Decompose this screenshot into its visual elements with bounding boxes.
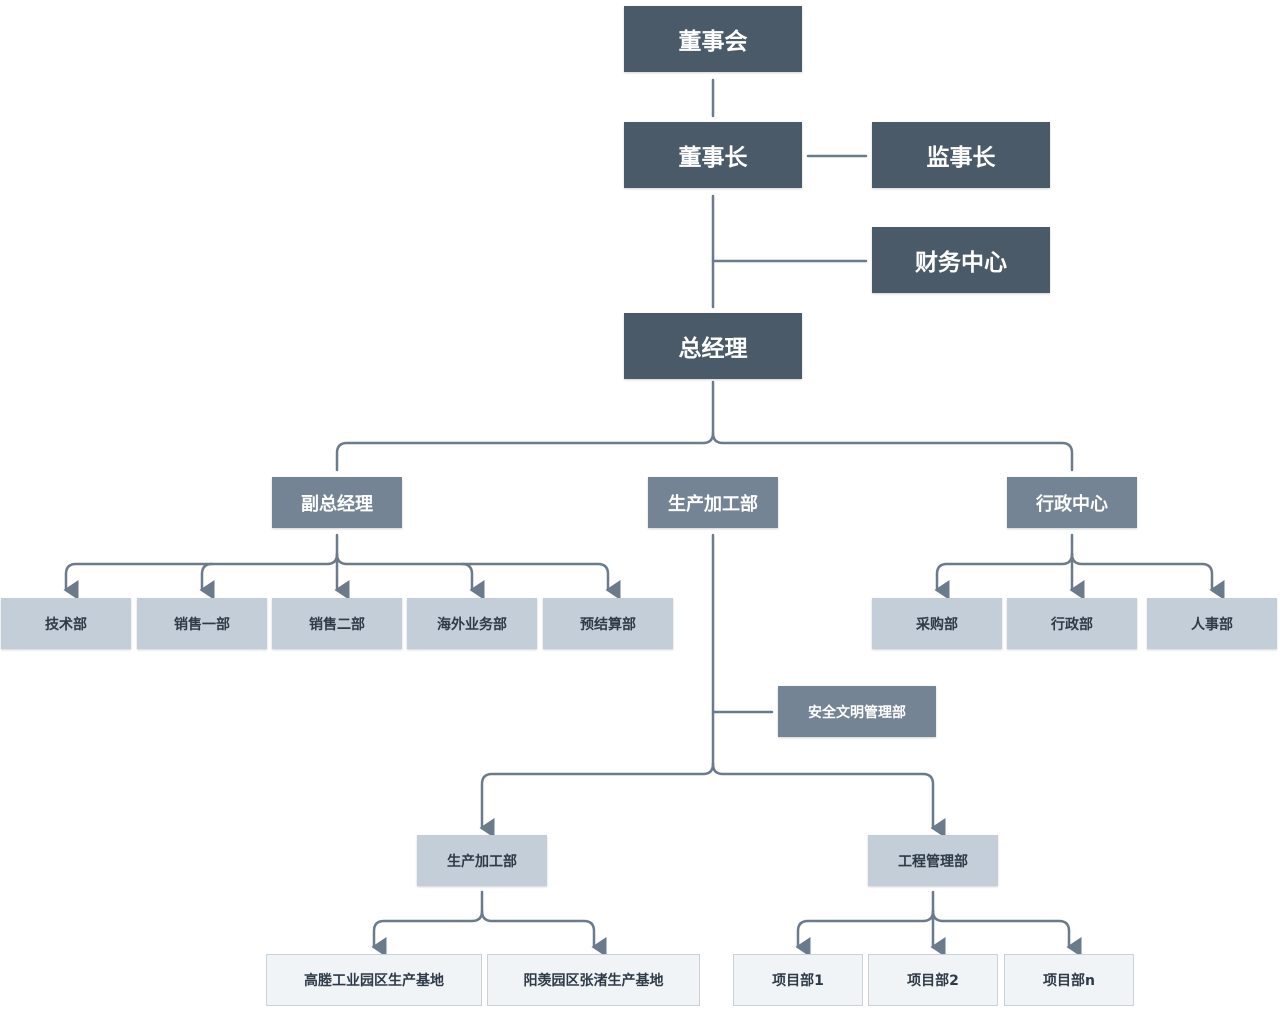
node-overseas-dept: 海外业务部 (407, 598, 537, 649)
line-eng-left (795, 890, 935, 957)
node-gaoteng-base: 高塍工业园区生产基地 (266, 954, 482, 1006)
line-vicegm-right (335, 552, 621, 600)
node-vice-general-manager: 副总经理 (272, 477, 402, 528)
line-eng-right (931, 909, 1082, 957)
node-production-sub-dept: 生产加工部 (417, 835, 547, 886)
line-prodsub-left (371, 890, 484, 957)
line-admincenter-right (1070, 552, 1225, 600)
line-prodsub-right (480, 909, 607, 957)
line-production-right (711, 762, 946, 838)
node-general-manager: 总经理 (624, 313, 802, 379)
node-budget-dept: 预结算部 (543, 598, 673, 649)
node-engineering-dept: 工程管理部 (868, 835, 998, 886)
node-purchasing-dept: 采购部 (872, 598, 1002, 649)
node-supervisor: 监事长 (872, 122, 1050, 188)
node-board: 董事会 (624, 6, 802, 72)
node-tech-dept: 技术部 (1, 598, 131, 649)
line-vicegm-overseas (460, 562, 485, 600)
node-sales-dept-2: 销售二部 (272, 598, 402, 649)
node-production-dept: 生产加工部 (648, 477, 778, 528)
node-finance-center: 财务中心 (872, 227, 1050, 293)
line-admincenter-left (934, 533, 1074, 600)
line-vicegm-sales1 (199, 562, 215, 600)
node-sales-dept-1: 销售一部 (137, 598, 267, 649)
node-hr-dept: 人事部 (1147, 598, 1277, 649)
node-yangxian-base: 阳羡园区张渚生产基地 (487, 954, 700, 1006)
node-safety-dept: 安全文明管理部 (778, 686, 936, 737)
node-project-n: 项目部n (1004, 954, 1134, 1006)
line-gm-admin-center (711, 431, 1074, 472)
node-admin-center: 行政中心 (1007, 477, 1137, 528)
node-project-2: 项目部2 (868, 954, 998, 1006)
node-project-1: 项目部1 (733, 954, 863, 1006)
line-production-left (479, 762, 715, 838)
node-chairman: 董事长 (624, 122, 802, 188)
node-admin-dept: 行政部 (1007, 598, 1137, 649)
line-gm-branch (335, 380, 715, 472)
